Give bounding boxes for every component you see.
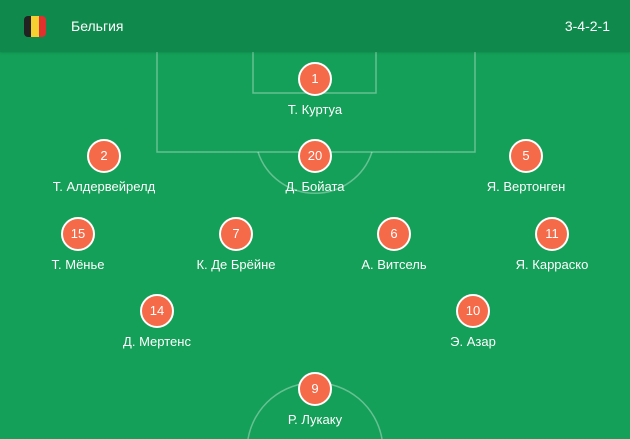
player-name: Т. Алдервейрелд (52, 179, 156, 194)
player-number: 2 (87, 139, 121, 173)
player-defender-right[interactable]: 5 Я. Вертонген (451, 139, 601, 194)
player-number: 20 (298, 139, 332, 173)
player-name: Э. Азар (450, 334, 496, 349)
player-number: 11 (535, 217, 569, 251)
player-name: Т. Мёнье (51, 257, 105, 272)
player-midfielder-left[interactable]: 15 Т. Мёнье (3, 217, 153, 272)
player-number: 10 (456, 294, 490, 328)
team-name: Бельгия (71, 18, 124, 34)
team-header: Бельгия 3-4-2-1 (0, 0, 630, 52)
player-name: Д. Бойата (285, 179, 345, 194)
player-name: Т. Куртуа (287, 102, 343, 117)
player-number: 7 (219, 217, 253, 251)
player-number: 15 (61, 217, 95, 251)
player-defender-center[interactable]: 20 Д. Бойата (240, 139, 390, 194)
player-midfielder-right-center[interactable]: 6 А. Витсель (319, 217, 469, 272)
player-attacking-midfielder-right[interactable]: 10 Э. Азар (398, 294, 548, 349)
formation-label: 3-4-2-1 (564, 18, 610, 34)
player-name: Я. Вертонген (486, 179, 566, 194)
player-number: 1 (298, 62, 332, 96)
player-defender-left[interactable]: 2 Т. Алдервейрелд (29, 139, 179, 194)
player-number: 6 (377, 217, 411, 251)
player-name: А. Витсель (361, 257, 427, 272)
player-name: Р. Лукаку (287, 412, 343, 427)
player-name: Д. Мертенс (123, 334, 191, 349)
penalty-arc (257, 151, 373, 195)
player-number: 5 (509, 139, 543, 173)
player-midfielder-left-center[interactable]: 7 К. Де Брёйне (161, 217, 311, 272)
belgium-flag-icon (24, 16, 46, 37)
player-goalkeeper[interactable]: 1 Т. Куртуа (240, 62, 390, 117)
player-number: 9 (298, 372, 332, 406)
player-attacking-midfielder-left[interactable]: 14 Д. Мертенс (82, 294, 232, 349)
player-name: К. Де Брёйне (196, 257, 276, 272)
player-number: 14 (140, 294, 174, 328)
player-midfielder-right[interactable]: 11 Я. Карраско (477, 217, 627, 272)
player-name: Я. Карраско (515, 257, 589, 272)
player-striker[interactable]: 9 Р. Лукаку (240, 372, 390, 427)
